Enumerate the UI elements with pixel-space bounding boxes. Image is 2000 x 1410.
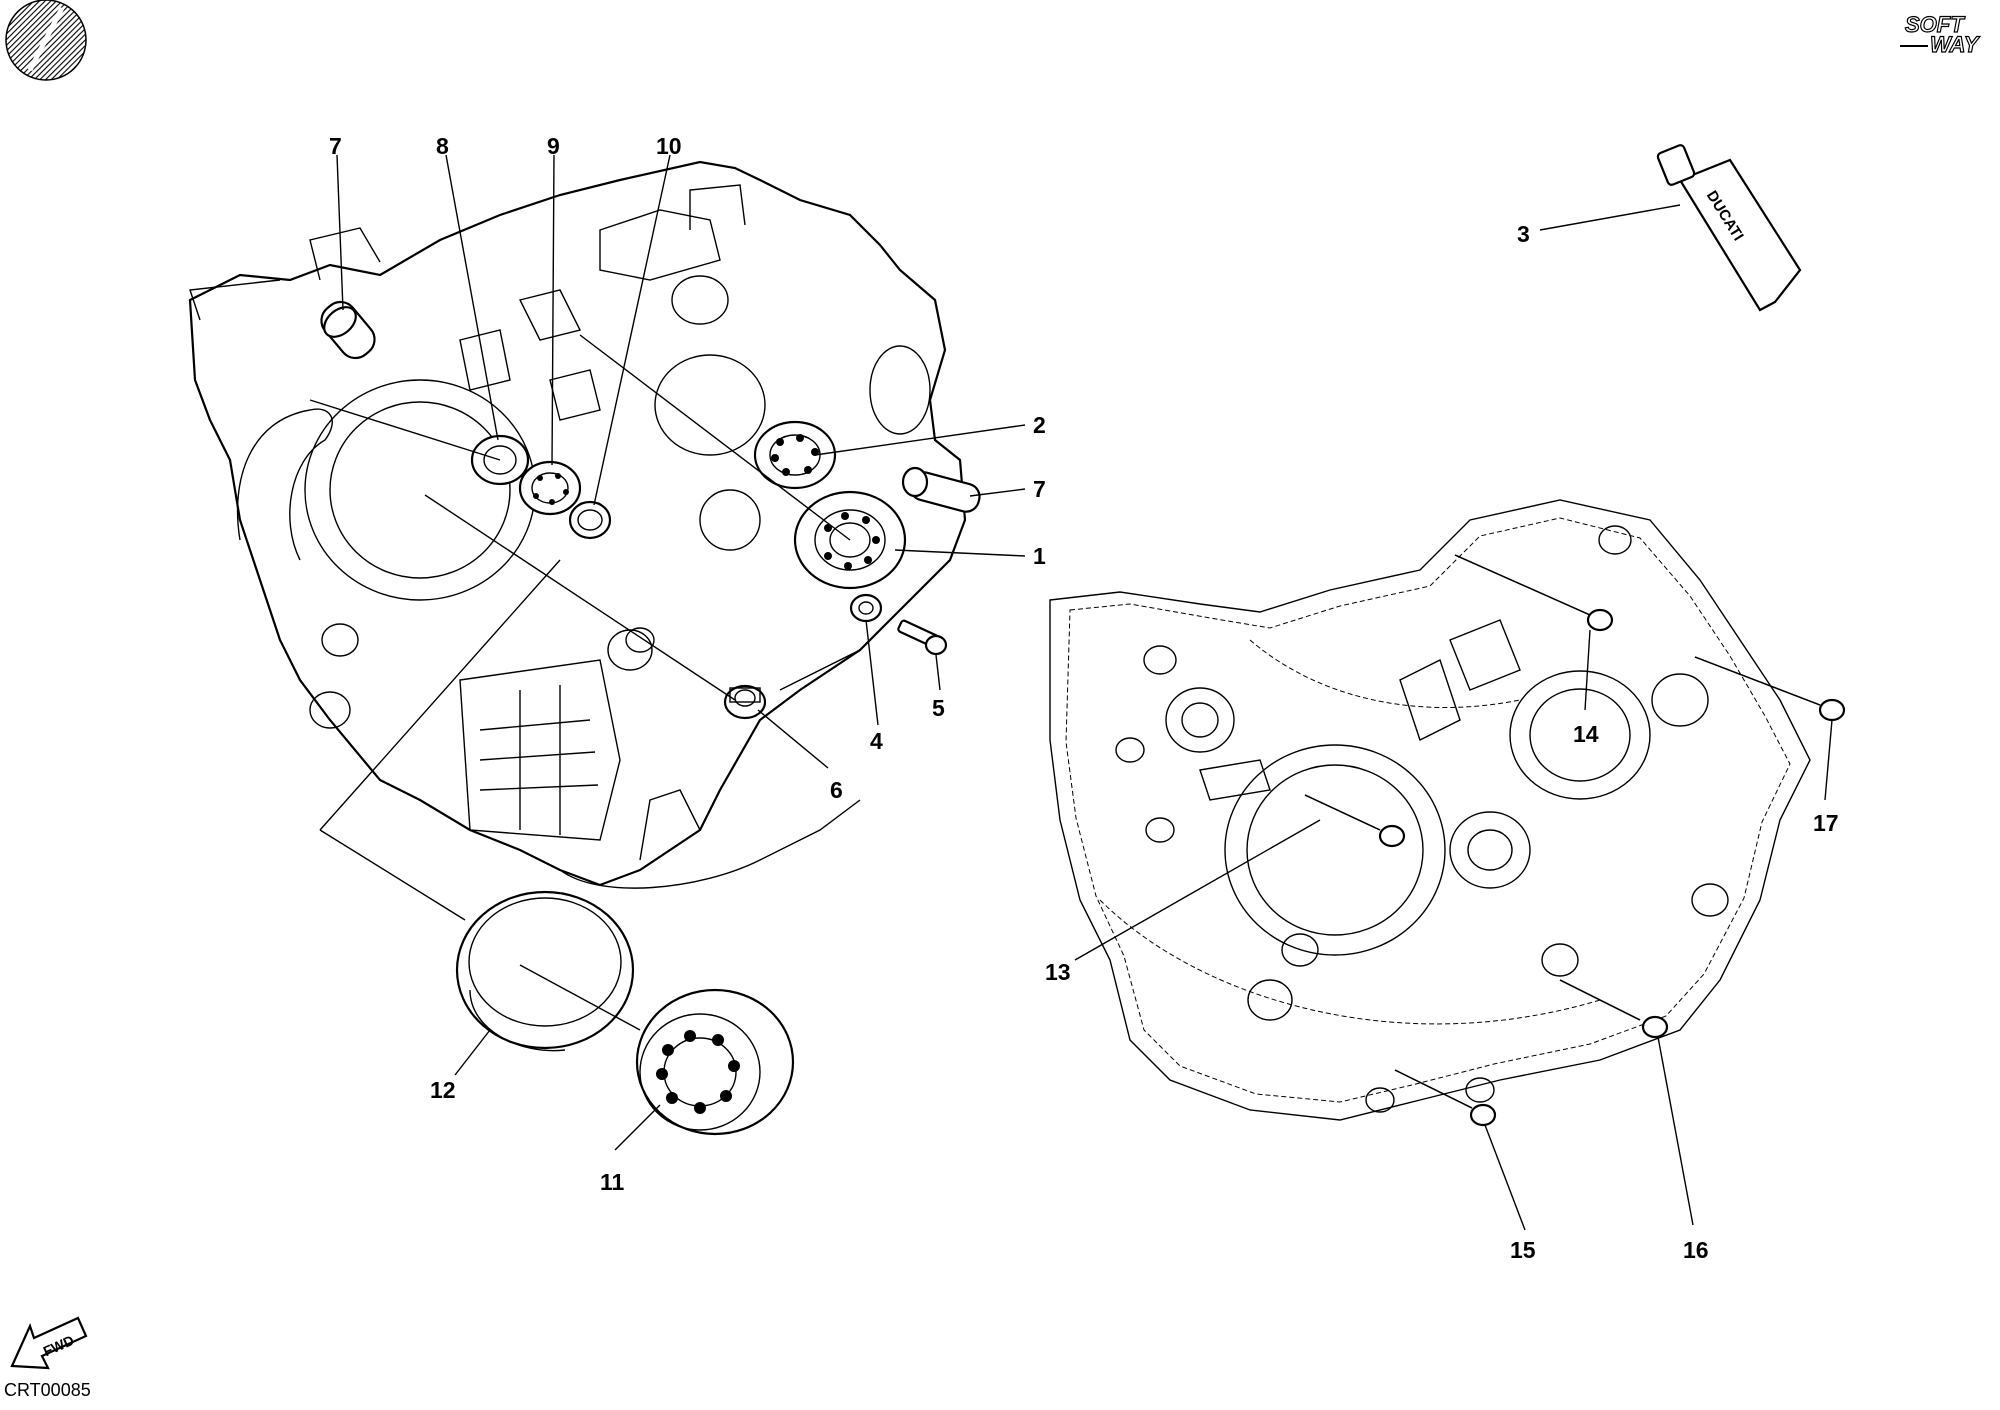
callout-labels: 7 8 9 10 2 7 1 4 5 6 3 11 12 13 14 15 16… — [329, 133, 1839, 1263]
bearing-9 — [518, 460, 582, 516]
callout-11: 11 — [600, 1169, 625, 1195]
brand-line1: SOFT — [1905, 12, 1965, 37]
callout-3: 3 — [1517, 221, 1530, 247]
callout-5: 5 — [932, 695, 945, 721]
circlip-10 — [568, 500, 612, 540]
brand-line2: WAY — [1930, 32, 1981, 57]
right-crankcase-half — [1049, 499, 1811, 1121]
hatched-disc-icon — [5, 0, 87, 81]
callout-6: 6 — [830, 777, 843, 803]
screw-5 — [897, 619, 948, 656]
callout-7b: 7 — [1033, 476, 1046, 502]
bearing-2 — [753, 420, 837, 490]
callout-13: 13 — [1045, 959, 1071, 985]
callout-16: 16 — [1683, 1237, 1709, 1263]
dowel-pin-left — [320, 300, 376, 360]
callout-2: 2 — [1033, 412, 1046, 438]
fwd-arrow-icon: FWD — [10, 1316, 88, 1370]
plug-6 — [723, 684, 767, 720]
softway-logo: SOFT WAY — [1900, 11, 1981, 58]
callout-17: 17 — [1813, 810, 1839, 836]
callout-14: 14 — [1573, 721, 1599, 747]
dowel-pin-right — [901, 466, 981, 513]
washer-4 — [849, 593, 883, 623]
sealant-tube-3: DUCATI — [1656, 144, 1802, 312]
bolt-14 — [1454, 554, 1614, 632]
roller-cage-12 — [455, 890, 635, 1052]
callout-4: 4 — [870, 728, 883, 754]
bearing-11 — [635, 988, 795, 1136]
diagram-code: CRT00085 — [4, 1380, 91, 1400]
callout-10: 10 — [656, 133, 682, 159]
bolt-15 — [1394, 1069, 1497, 1127]
callout-9: 9 — [547, 133, 560, 159]
bolt-13 — [1304, 794, 1406, 848]
leader-lines — [309, 154, 1833, 1231]
callout-15: 15 — [1510, 1237, 1536, 1263]
bolt-16 — [1559, 979, 1669, 1039]
bolt-17 — [1694, 656, 1846, 722]
callout-7a: 7 — [329, 133, 342, 159]
callout-1: 1 — [1033, 543, 1046, 569]
callout-8: 8 — [436, 133, 449, 159]
callout-12: 12 — [430, 1077, 456, 1103]
